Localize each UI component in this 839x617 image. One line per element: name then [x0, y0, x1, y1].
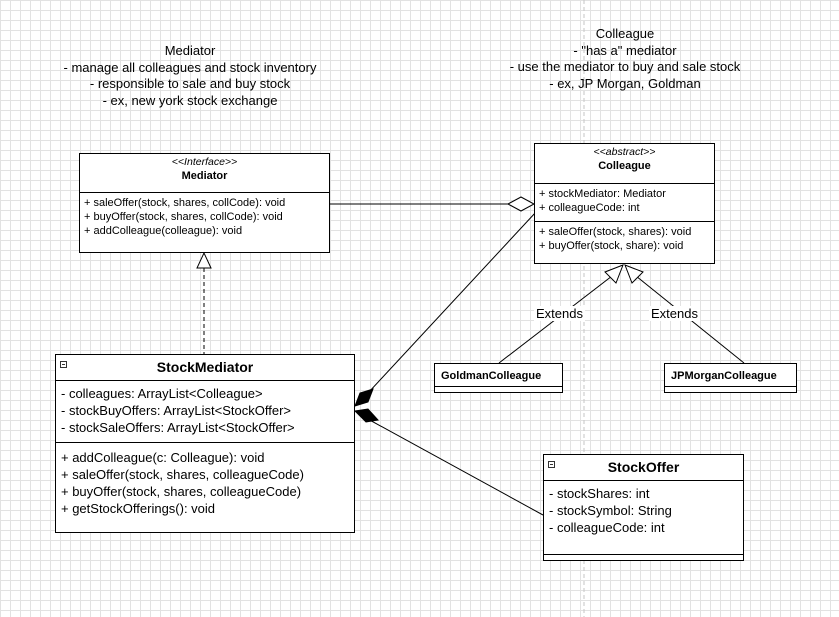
- class-name: JPMorganColleague: [671, 370, 777, 382]
- jpmorgan-colleague-class[interactable]: JPMorganColleague: [664, 363, 797, 393]
- attribute: + stockMediator: Mediator: [539, 188, 666, 200]
- goldman-colleague-class[interactable]: GoldmanColleague: [434, 363, 563, 393]
- note-line: - ex, JP Morgan, Goldman: [549, 75, 701, 91]
- method: + saleOffer(stock, shares, colleagueCode…: [61, 467, 304, 482]
- attribute: - stockShares: int: [549, 486, 650, 501]
- class-attributes: - stockShares: int - stockSymbol: String…: [544, 480, 743, 540]
- class-name: StockMediator: [156, 359, 254, 375]
- method: + buyOffer(stock, share): void: [539, 240, 684, 252]
- class-header: StockMediator: [56, 355, 354, 380]
- generalization-arrowhead-goldman: [604, 264, 624, 284]
- class-name: StockOffer: [607, 459, 680, 475]
- class-methods: + saleOffer(stock, shares): void + buyOf…: [535, 221, 714, 256]
- collapse-icon[interactable]: [60, 361, 67, 368]
- mediator-note: Mediator - manage all colleagues and sto…: [30, 43, 350, 109]
- colleague-note: Colleague - "has a" mediator - use the m…: [465, 26, 785, 92]
- method: + saleOffer(stock, shares): void: [539, 226, 692, 238]
- realization-arrowhead: [196, 251, 212, 269]
- class-divider: [665, 386, 796, 387]
- class-name: Mediator: [181, 170, 228, 182]
- class-name: Colleague: [598, 160, 651, 172]
- class-divider: [544, 554, 743, 555]
- method: + addColleague(c: Colleague): void: [61, 450, 265, 465]
- note-line: Colleague: [595, 26, 655, 41]
- note-line: - responsible to sale and buy stock: [89, 76, 291, 91]
- class-methods: + saleOffer(stock, shares, collCode): vo…: [80, 192, 329, 241]
- method: + buyOffer(stock, shares, collCode): voi…: [84, 211, 283, 223]
- composition-line-colleague[interactable]: [367, 211, 537, 394]
- attribute: - colleagueCode: int: [549, 520, 665, 535]
- extends-label-jpmorgan: Extends: [649, 306, 700, 321]
- generalization-arrowhead-jpmorgan: [624, 264, 644, 284]
- method: + saleOffer(stock, shares, collCode): vo…: [84, 197, 286, 209]
- stock-offer-class[interactable]: StockOffer - stockShares: int - stockSym…: [543, 454, 744, 561]
- method: + addColleague(colleague): void: [84, 225, 243, 237]
- class-header: <<abstract>> Colleague: [535, 144, 714, 183]
- note-line: Mediator: [164, 43, 216, 58]
- class-name: GoldmanColleague: [441, 370, 542, 382]
- composition-diamond-colleague: [354, 388, 374, 407]
- composition-diamond-stockoffer: [353, 408, 379, 423]
- note-line: - manage all colleagues and stock invent…: [63, 59, 317, 75]
- class-header: <<Interface>> Mediator: [80, 154, 329, 192]
- collapse-icon[interactable]: [548, 461, 555, 468]
- class-attributes: + stockMediator: Mediator + colleagueCod…: [535, 183, 714, 217]
- class-divider: [435, 386, 562, 387]
- colleague-abstract-class[interactable]: <<abstract>> Colleague + stockMediator: …: [534, 143, 715, 264]
- note-line: - ex, new york stock exchange: [102, 92, 278, 108]
- extends-label-goldman: Extends: [534, 306, 585, 321]
- class-header: StockOffer: [544, 455, 743, 480]
- class-methods: + addColleague(c: Colleague): void + sal…: [56, 442, 354, 521]
- class-attributes: - colleagues: ArrayList<Colleague> - sto…: [56, 380, 354, 442]
- composition-line-stockoffer[interactable]: [365, 417, 544, 516]
- attribute: - stockBuyOffers: ArrayList<StockOffer>: [61, 403, 291, 418]
- attribute: - colleagues: ArrayList<Colleague>: [61, 386, 263, 401]
- mediator-interface-class[interactable]: <<Interface>> Mediator + saleOffer(stock…: [79, 153, 330, 253]
- class-stereotype: <<Interface>>: [171, 156, 238, 168]
- method: + buyOffer(stock, shares, colleagueCode): [61, 484, 302, 499]
- method: + getStockOfferings(): void: [61, 501, 216, 516]
- note-line: - "has a" mediator: [573, 42, 677, 58]
- attribute: - stockSaleOffers: ArrayList<StockOffer>: [61, 420, 295, 435]
- note-line: - use the mediator to buy and sale stock: [509, 59, 741, 74]
- class-stereotype: <<abstract>>: [593, 146, 656, 158]
- attribute: - stockSymbol: String: [549, 503, 672, 518]
- stock-mediator-class[interactable]: StockMediator - colleagues: ArrayList<Co…: [55, 354, 355, 533]
- aggregation-diamond-colleague: [506, 196, 536, 212]
- attribute: + colleagueCode: int: [539, 202, 640, 214]
